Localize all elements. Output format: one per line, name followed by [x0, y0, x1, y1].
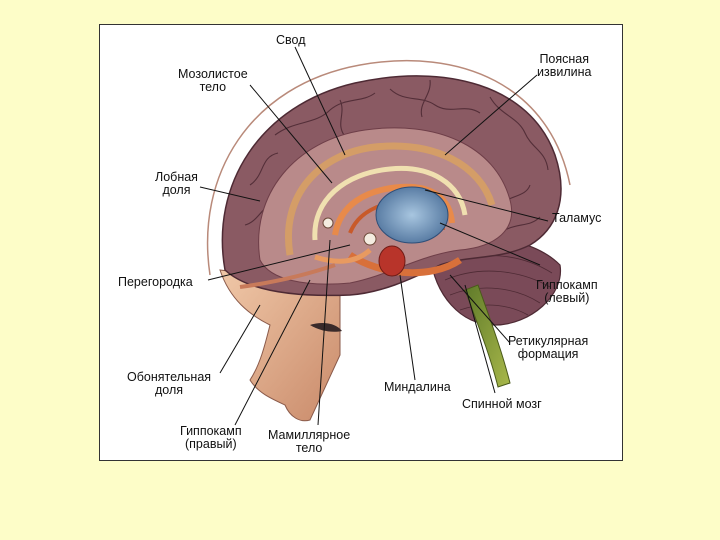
diagram-frame: Свод Мозолистое тело Поясная извилина Ло… — [99, 24, 623, 461]
label-reticular-formation: Ретикулярная формация — [508, 335, 588, 361]
label-hippocampus-right: Гиппокамп (правый) — [180, 425, 242, 451]
label-mamillary-body: Мамиллярное тело — [268, 429, 350, 455]
label-amygdala: Миндалина — [384, 381, 451, 394]
mamillary-body — [364, 233, 376, 245]
label-thalamus: Таламус — [552, 212, 601, 225]
thalamus — [376, 187, 448, 243]
label-spinal-cord: Спинной мозг — [462, 398, 542, 411]
label-corpus-callosum: Мозолистое тело — [178, 68, 248, 94]
label-hippocampus-left: Гиппокамп (левый) — [536, 279, 598, 305]
label-cingulate-gyrus: Поясная извилина — [537, 53, 591, 79]
label-septum: Перегородка — [118, 276, 193, 289]
label-olfactory-lobe: Обонятельная доля — [127, 371, 211, 397]
label-frontal-lobe: Лобная доля — [155, 171, 198, 197]
label-svod: Свод — [276, 34, 306, 47]
amygdala — [379, 246, 405, 276]
